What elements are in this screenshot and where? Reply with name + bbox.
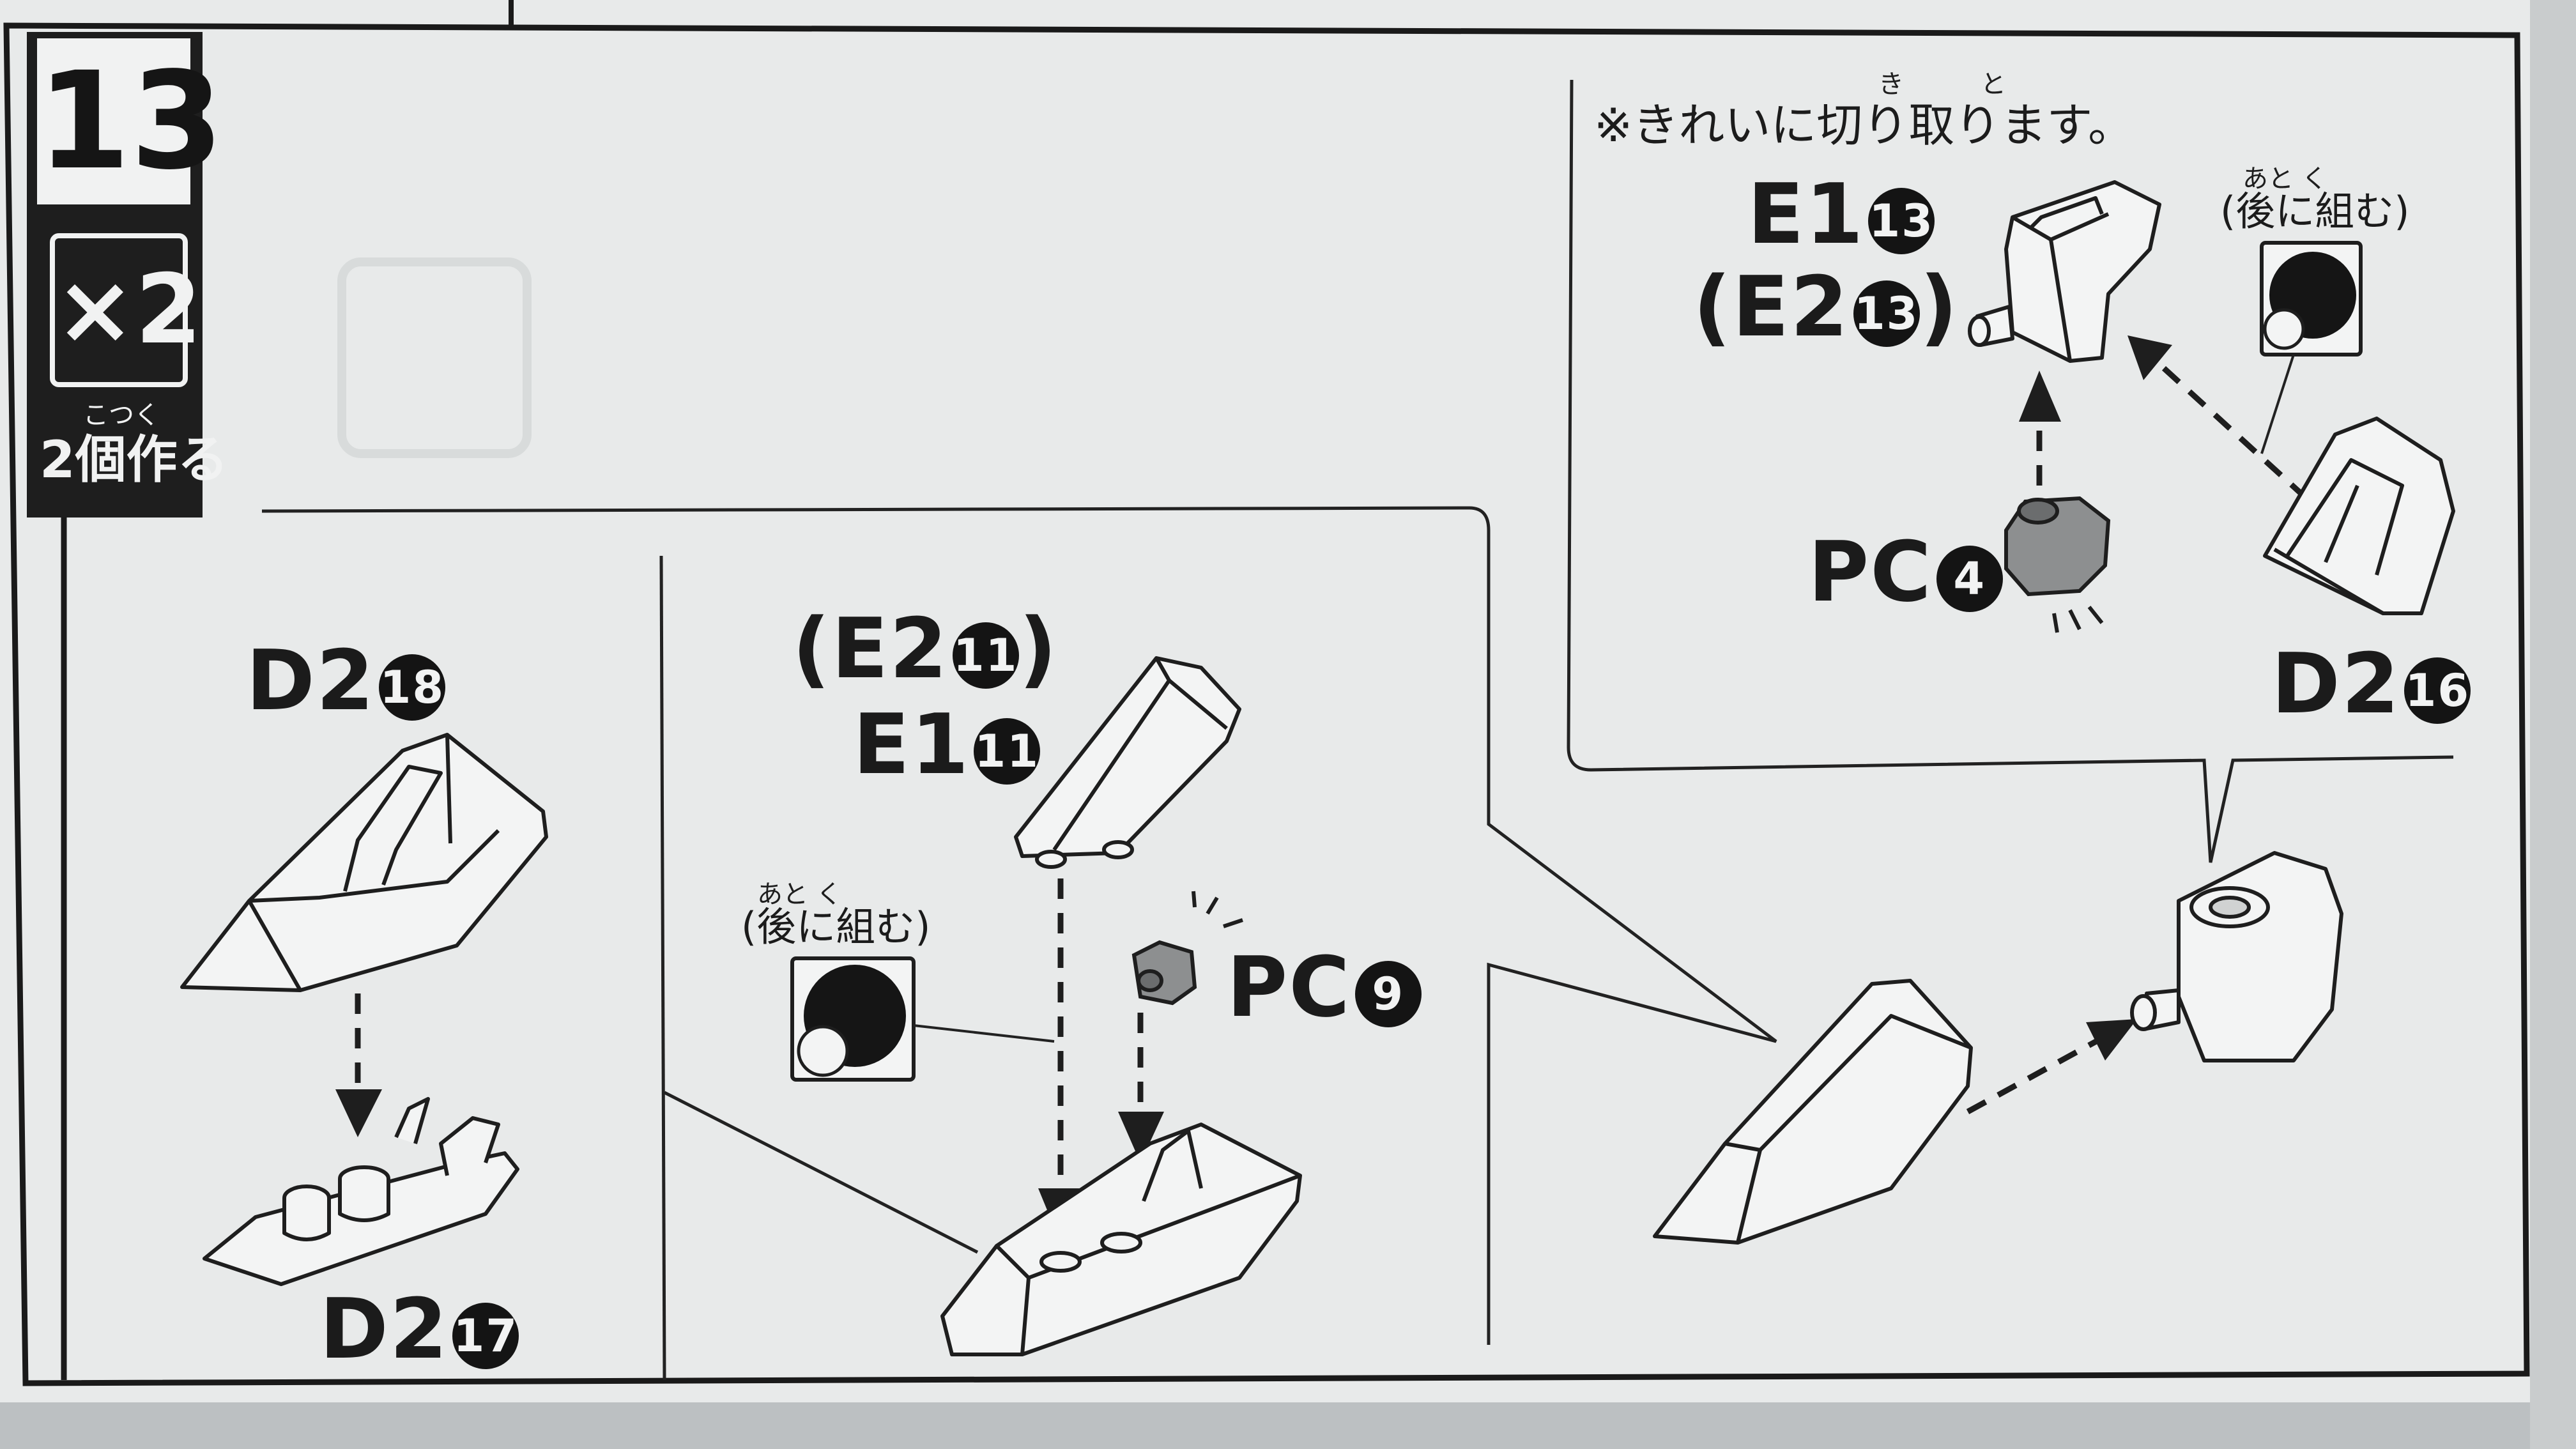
label-pc-9-num: 9 <box>1354 961 1422 1027</box>
label-e2-11-close: ) <box>1018 600 1059 697</box>
right-gray-margin <box>2530 0 2576 1449</box>
arrowhead-center-2 <box>1118 1112 1164 1163</box>
joint-assembled-drawing <box>2130 851 2343 1062</box>
label-d2-17-num: 17 <box>452 1303 519 1369</box>
label-e1-11-num: 11 <box>974 718 1041 785</box>
arrowhead-right-bottom <box>2086 1019 2137 1061</box>
label-pc-9-name: PC <box>1227 939 1351 1036</box>
polycap-pc-4-drawing <box>2004 496 2111 633</box>
arrowhead-d2-16 <box>2128 335 2172 380</box>
step-multiplier: ×2 <box>50 233 202 387</box>
polycap-pc-9-drawing <box>1131 891 1243 1006</box>
label-e1-13-num: 13 <box>1868 188 1935 254</box>
label-pc-4-num: 4 <box>1936 546 2003 612</box>
later-note-center: (後に組む) <box>741 903 931 950</box>
label-e2-13-num: 13 <box>1853 280 1920 347</box>
label-d2-18-name: D2 <box>246 632 376 729</box>
label-d2-16-name: D2 <box>2271 635 2401 732</box>
center-panel-left-edge <box>659 555 666 1381</box>
step-number: 13 <box>37 38 224 204</box>
later-note-center-ruby: あと く <box>757 880 842 909</box>
note-ruby-to: と <box>1981 70 2006 99</box>
joint-e1-13-drawing <box>1968 180 2161 363</box>
label-e2-13-open: (E2 <box>1693 258 1850 355</box>
later-leader-right <box>2260 354 2295 454</box>
label-d2-18-num: 18 <box>379 654 446 721</box>
center-panel-callout <box>663 1091 979 1254</box>
label-e1-13-name: E1 <box>1747 165 1865 263</box>
label-d2-16-num: 16 <box>2404 657 2471 724</box>
arrowhead-pc-4-up <box>2019 371 2061 422</box>
step-instruction-ruby: こつく <box>83 401 160 430</box>
later-note-right-ruby: あと く <box>2242 164 2327 194</box>
page-frame <box>3 22 2530 1386</box>
step-instruction: 2個作る <box>40 430 229 489</box>
print-through-mark <box>337 257 532 458</box>
right-panel-outline <box>1567 79 2454 863</box>
arrowhead-left <box>335 1089 382 1137</box>
part-e1-11-drawing <box>1014 656 1241 869</box>
label-e1-11-name: E1 <box>853 696 970 793</box>
part-e1-11-assembled-drawing <box>1653 979 1973 1245</box>
later-swatch-right-light <box>2263 308 2305 350</box>
part-d2-18-drawing <box>180 733 548 992</box>
label-e2-11-num: 11 <box>952 622 1019 689</box>
cut-cleanly-note: ※きれいに切り取ります。 <box>1594 98 2135 152</box>
later-swatch-center-light <box>797 1025 849 1077</box>
center-panel-outline <box>261 506 1777 1345</box>
label-e2-13-close: ) <box>1919 258 1959 355</box>
note-ruby-ki: き <box>1878 70 1904 99</box>
later-note-right: (後に組む) <box>2220 188 2410 234</box>
later-leader-center <box>913 1024 1055 1043</box>
label-pc-4-name: PC <box>1808 523 1933 620</box>
part-d2-16-drawing <box>2263 417 2455 615</box>
label-e2-11-open: (E2 <box>792 600 949 697</box>
part-d2-17-drawing <box>203 1097 519 1286</box>
lower-gray-margin <box>0 1402 2576 1449</box>
label-d2-17-name: D2 <box>319 1280 449 1377</box>
part-d2-base-center-drawing <box>940 1123 1302 1356</box>
arrow-to-joint <box>1966 1036 2104 1114</box>
